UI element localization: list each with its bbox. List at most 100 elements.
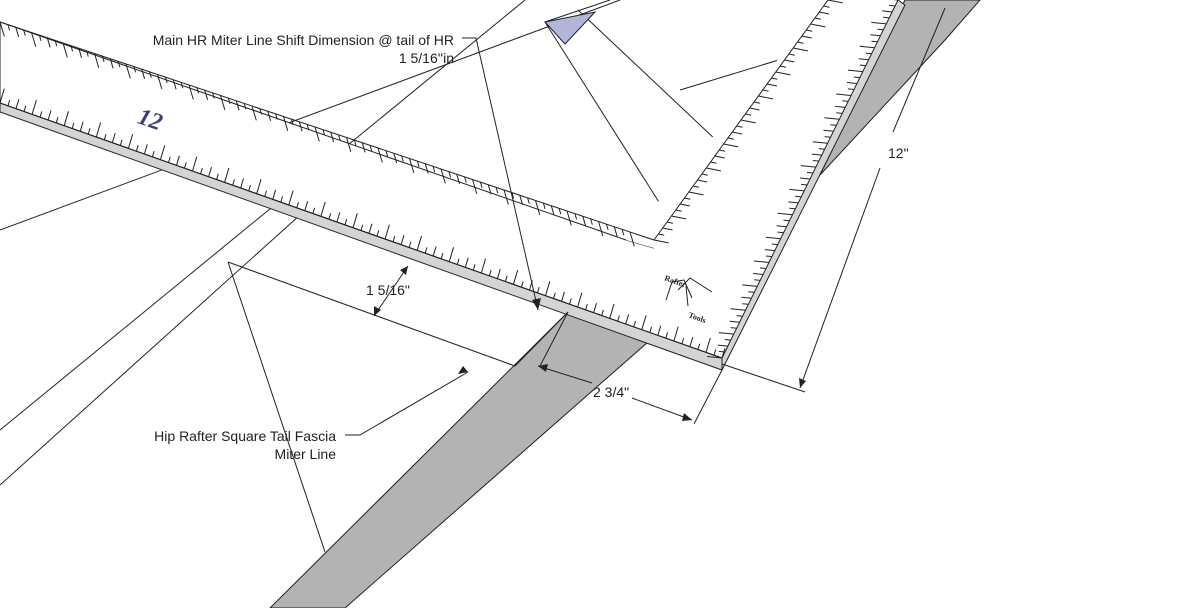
blade-bottom-tick	[625, 314, 630, 325]
blade-bottom-tick	[264, 190, 267, 197]
blade-top-tick	[519, 195, 524, 205]
blade-top-tick	[283, 116, 289, 132]
tongue-left-tick	[740, 119, 756, 124]
blade-bottom-tick	[23, 105, 27, 112]
blade-bottom-tick	[143, 144, 148, 155]
blade-bottom-tick	[585, 303, 588, 310]
width-dim-line-b	[631, 397, 693, 421]
tongue-left-tick	[827, 0, 843, 4]
tongue-left-tick	[723, 143, 739, 148]
tongue-right-tick	[812, 141, 828, 144]
blade-bottom-tick	[168, 156, 171, 163]
blade-bottom-tick	[192, 156, 198, 172]
blade-bottom-tick	[15, 98, 20, 109]
blade-bottom-tick	[312, 207, 316, 214]
blade-top-tick	[109, 58, 114, 69]
dimension-lines	[227, 7, 946, 553]
tongue-right-tick	[882, 10, 893, 13]
background-rafter-lines	[0, 0, 796, 486]
blade-bottom-tick	[200, 167, 203, 174]
tongue-left-tick	[749, 107, 760, 111]
tongue-right-tick	[765, 255, 772, 258]
tongue-left-tick	[810, 23, 826, 28]
blade-bottom-tick	[320, 201, 326, 217]
tongue-right-tick	[777, 231, 784, 234]
blade-bottom-tick	[95, 122, 102, 138]
tongue-left-tick	[684, 197, 691, 200]
blade-top-tick	[212, 92, 215, 99]
tongue-right-tick	[753, 273, 764, 275]
blade-bottom-tick	[272, 189, 277, 200]
blade-top-tick	[157, 74, 163, 90]
blade-bottom-tick	[127, 133, 134, 149]
blade-bottom-tick	[184, 162, 187, 169]
tongue-left-tick	[675, 209, 682, 212]
blade-top-tick	[38, 34, 42, 42]
tongue-left-tick	[771, 77, 778, 80]
tongue-right-tick	[741, 296, 752, 299]
tongue-right-tick	[730, 308, 746, 311]
blade-top-tick	[46, 37, 51, 48]
tongue-right-tick	[842, 100, 849, 102]
blade-top-ticks	[0, 21, 635, 247]
blade-top-tick	[448, 171, 452, 178]
blade-top-tick	[275, 113, 278, 120]
blade-bottom-tick	[569, 298, 572, 305]
tongue-right-tick	[730, 327, 737, 329]
blade-top-tick	[133, 66, 137, 73]
shift-dimension-label: 1 5/16"	[366, 282, 410, 298]
blade-top-tick	[62, 42, 68, 58]
blade-top-tick	[101, 55, 105, 63]
fascia-leader	[345, 371, 469, 436]
tongue-right-tick	[736, 315, 743, 317]
blade-top-tick	[149, 71, 152, 78]
blade-bottom-tick	[416, 235, 422, 251]
tongue-left-tick	[823, 5, 830, 8]
blade-bottom-tick	[352, 213, 358, 228]
blade-top-tick	[385, 150, 389, 157]
callouts: Main HR Miter Line Shift Dimension @ tai…	[153, 32, 454, 462]
blade-bottom-tick	[135, 145, 139, 152]
blade-bottom-tick	[208, 166, 212, 177]
blade-top-tick	[416, 160, 420, 168]
tongue-right-tick	[859, 64, 866, 67]
length-dim-line-b	[892, 7, 946, 133]
tongue-right-tick	[800, 165, 816, 168]
blade-bottom-tick	[448, 247, 455, 262]
blade-top-tick	[117, 61, 121, 68]
blade-bottom-tick	[689, 336, 694, 347]
blade-top-tick	[196, 87, 200, 94]
length-dimension-label: 12"	[888, 145, 909, 161]
blade-top-tick	[70, 45, 74, 52]
blade-top-tick	[94, 53, 100, 69]
blade-bottom-tick	[673, 326, 679, 342]
tongue-right-tick	[788, 201, 799, 204]
tongue-right-tick	[811, 153, 822, 156]
dimension-labels: 1 5/16" 2 3/4" 12"	[366, 145, 909, 400]
tongue-left-tick	[671, 215, 687, 220]
tongue-right-tick	[753, 260, 769, 263]
fascia-front-edge	[514, 311, 569, 367]
blade-top-tick	[542, 202, 546, 210]
tongue-left-tick	[788, 53, 795, 56]
tongue-right-tick	[824, 136, 831, 138]
blade-top-tick	[251, 105, 257, 121]
blade-bottom-tick	[288, 190, 294, 206]
blade-bottom-tick	[232, 179, 235, 186]
blade-bottom-tick	[488, 269, 492, 276]
tongue-right-tick	[853, 76, 860, 79]
tongue-right-tick	[795, 195, 802, 198]
tongue-right-tick	[806, 171, 813, 174]
blade-top-tick	[172, 79, 177, 90]
tongue-right-tick	[801, 183, 808, 186]
blade-top-tick	[346, 137, 352, 153]
blade-top-tick	[574, 213, 578, 220]
blade-top-tick	[0, 21, 5, 37]
blade-bottom-tick	[63, 111, 69, 126]
blade-top-tick	[267, 111, 272, 121]
tongue-right-tick	[789, 207, 796, 210]
blade-bottom-tick	[705, 337, 711, 353]
tongue-right-tick	[748, 291, 755, 293]
framing-square: 12 Rafter Tools	[0, 0, 906, 371]
